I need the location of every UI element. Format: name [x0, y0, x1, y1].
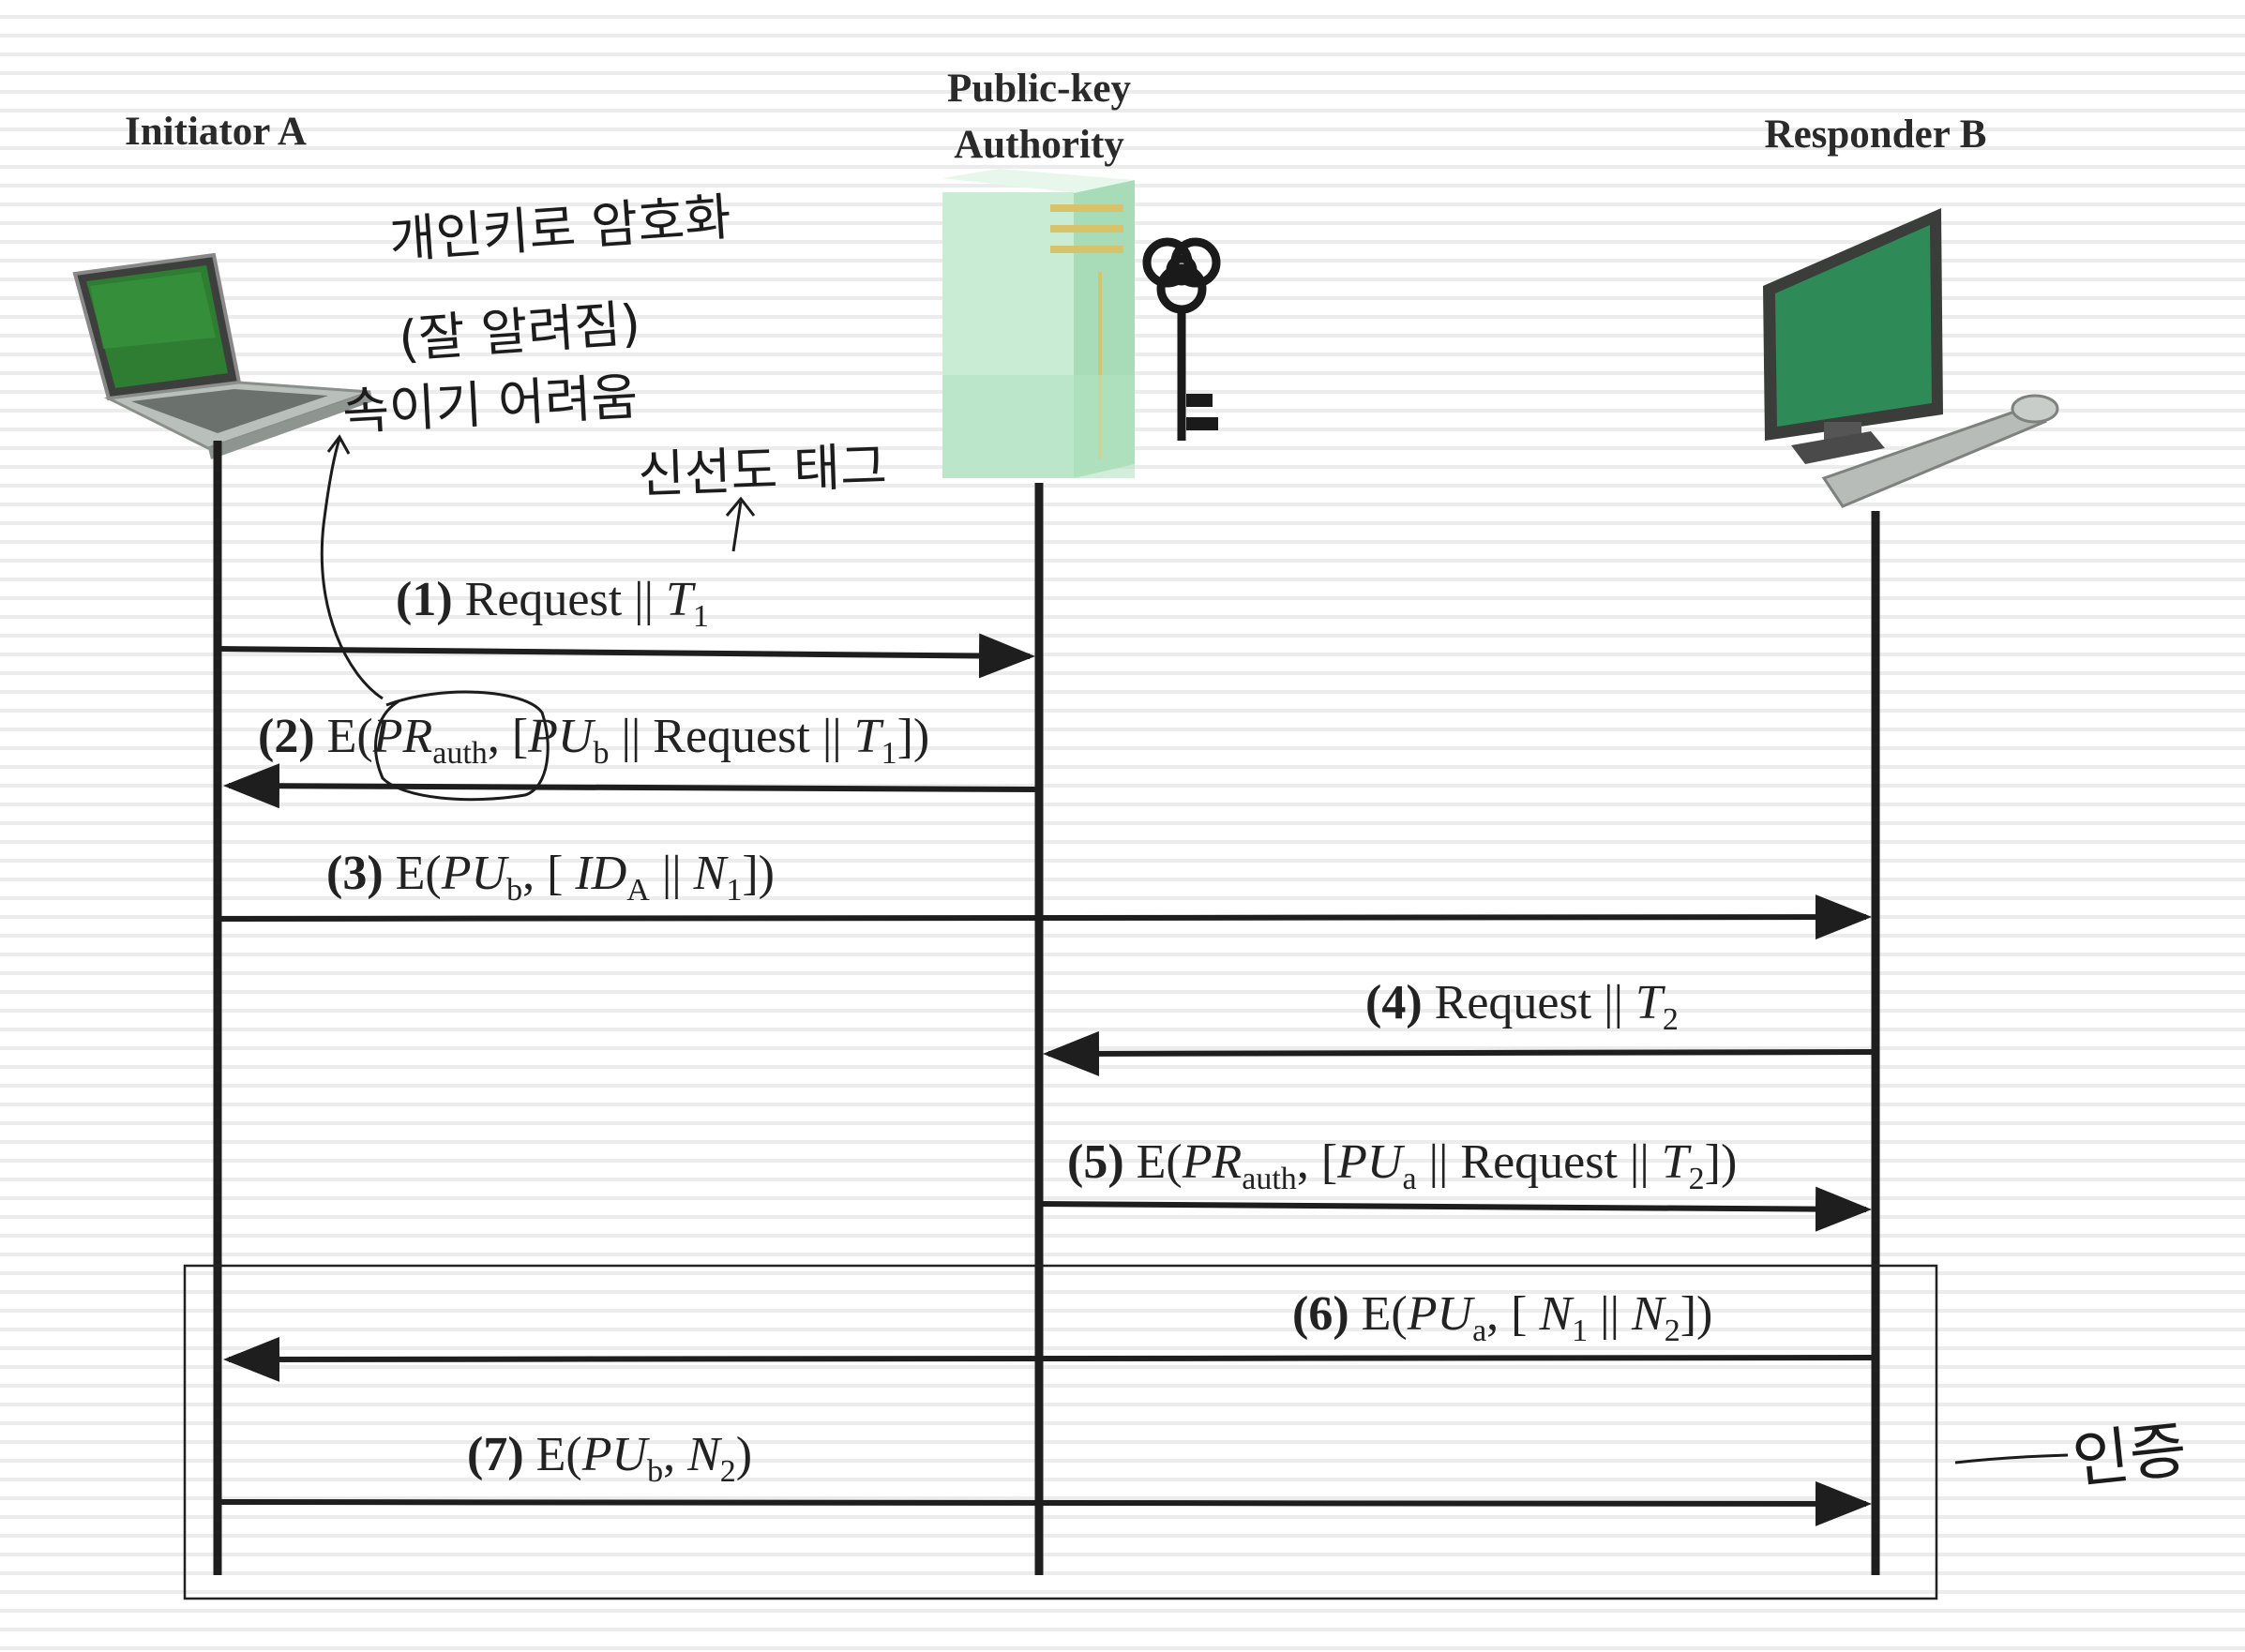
arrow-msg-4 [1043, 1030, 1876, 1076]
laptop-icon [72, 252, 373, 459]
arrow-msg-7 [217, 1480, 1872, 1526]
annotation-arrow-curve-head [326, 434, 351, 455]
message-label-1: (1) Request || T1 [396, 573, 709, 634]
key-icon [1142, 237, 1221, 441]
annotation-arrow-curve [320, 438, 384, 700]
annotation-freshness-tag: 신선도 태그 [637, 436, 888, 504]
authority-label-line2: Authority [954, 123, 1124, 167]
annotation-circle [374, 690, 550, 802]
arrow-msg-6 [223, 1336, 1876, 1382]
annotation-auth-dash [1954, 1453, 2069, 1464]
arrow-msg-3 [217, 894, 1872, 940]
message-label-5: (5) E(PRauth, [PUa || Request || T2]) [1067, 1135, 1738, 1196]
annotation-authentication: 인증 [2069, 1413, 2191, 1497]
message-label-4: (4) Request || T2 [1365, 976, 1679, 1037]
desktop-computer-icon [1763, 208, 2059, 508]
message-label-6: (6) E(PUa, [ N1 || N2]) [1292, 1287, 1713, 1348]
authentication-box [183, 1264, 1938, 1600]
message-label-7: (7) E(PUb, N2) [467, 1428, 753, 1489]
arrow-msg-2 [223, 763, 1040, 809]
initiator-label: Initiator A [125, 110, 307, 154]
responder-label: Responder B [1764, 113, 1987, 157]
arrow-msg-1 [217, 633, 1035, 679]
message-label-3: (3) E(PUb, [ IDA || N1]) [326, 847, 775, 908]
server-icon [942, 169, 1135, 478]
arrow-msg-5 [1038, 1186, 1872, 1232]
annotation-freshness-arrow [725, 496, 756, 552]
annotation-private-key-line3: 속이기 어려움 [340, 367, 640, 442]
message-label-2: (2) E(PRauth, [PUb || Request || T1]) [258, 710, 930, 771]
authority-label-line1: Public-key [947, 67, 1131, 111]
